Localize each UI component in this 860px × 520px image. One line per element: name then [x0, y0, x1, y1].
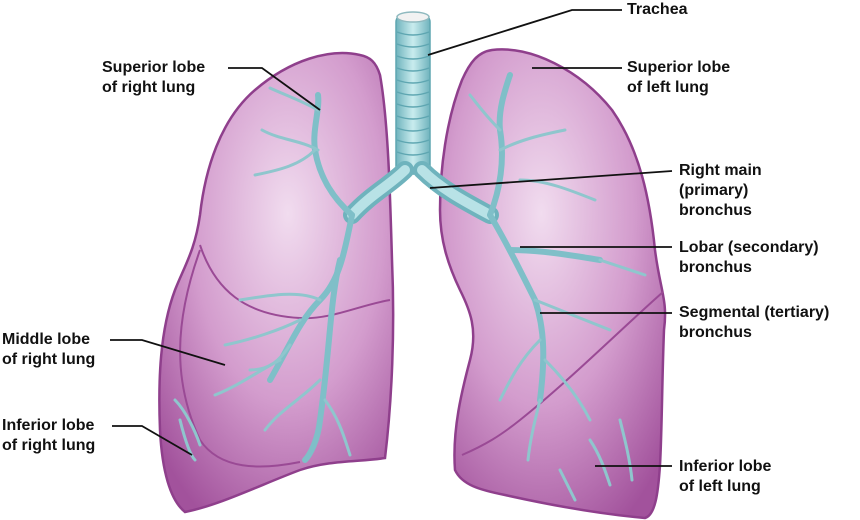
bronchial-tree [173, 72, 647, 502]
right-lung [158, 51, 395, 514]
left-lung [438, 48, 667, 520]
oblique-fissure-left [461, 291, 664, 456]
label-inferior-lobe-right: Inferior lobe of right lung [2, 417, 96, 454]
label-trachea: Trachea [627, 1, 688, 18]
label-inferior-lobe-left: Inferior lobe of left lung [679, 458, 772, 495]
oblique-fissure-right [179, 249, 301, 468]
trachea [395, 11, 431, 175]
leader-inferior-lobe-right [112, 425, 193, 456]
label-superior-lobe-right: Superior lobe of right lung [102, 59, 206, 96]
left-lung-outline [438, 48, 667, 520]
leader-superior-lobe-right [228, 67, 321, 111]
leader-lines [110, 9, 673, 467]
right-lung-outline [158, 51, 395, 514]
label-right-main-bronchus: Right main (primary) bronchus [679, 162, 762, 219]
leader-trachea [427, 9, 622, 56]
label-superior-lobe-left: Superior lobe of left lung [627, 59, 731, 96]
leader-middle-lobe-right [110, 339, 226, 366]
label-segmental-bronchus: Segmental (tertiary) bronchus [679, 304, 830, 341]
label-middle-lobe-right: Middle lobe of right lung [2, 331, 96, 368]
leader-right-main-bronchus [429, 170, 673, 189]
label-lobar-bronchus: Lobar (secondary) bronchus [679, 239, 819, 276]
horizontal-fissure [199, 244, 391, 320]
